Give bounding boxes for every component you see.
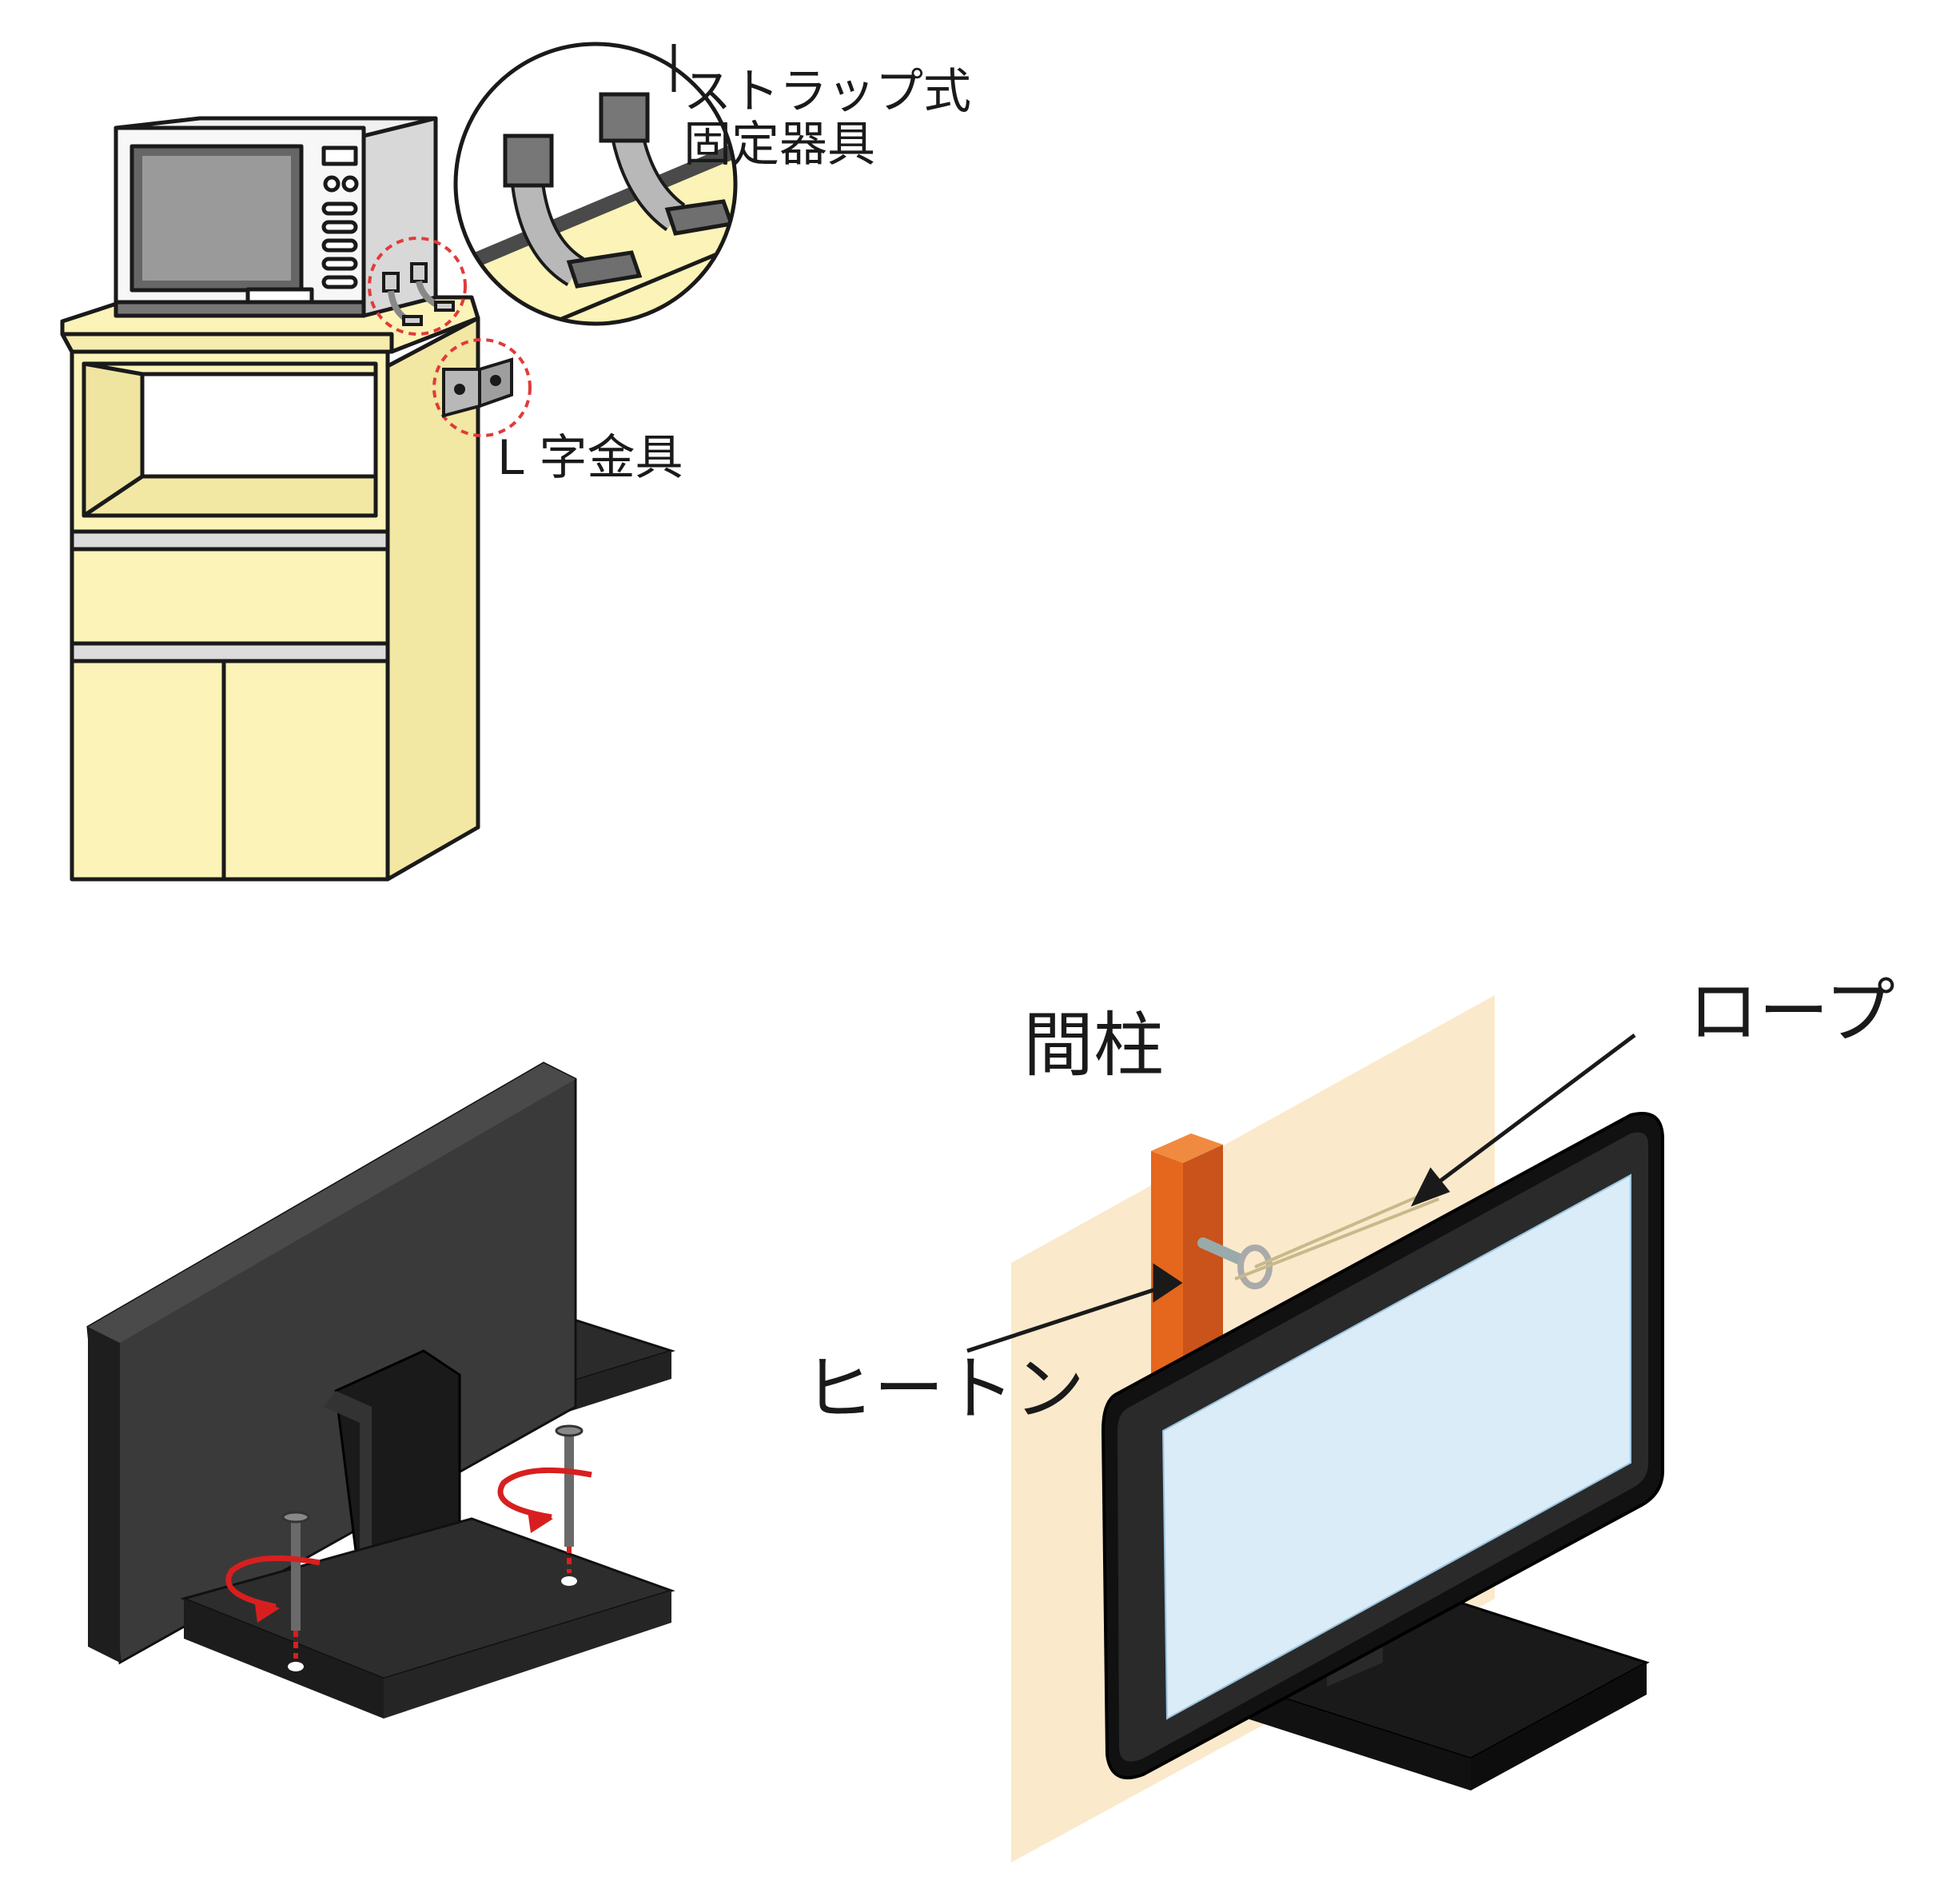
strap-fixture-closeup [453, 42, 738, 326]
microwave [114, 116, 438, 318]
rotate-arrow-icon [497, 1467, 592, 1520]
strap-fixture-small [382, 262, 455, 326]
callout-arrows [671, 44, 1636, 1353]
cabinet-illustration [60, 295, 480, 882]
tv-roped-to-pillar [1011, 995, 1664, 1862]
rotate-arrow-icon [225, 1555, 321, 1610]
tv-stand-screwed [86, 1062, 676, 1719]
strap-fixture-label-line2: 固定器具 [683, 117, 875, 173]
l-bracket-icon [442, 357, 513, 418]
eyebolt-label: ヒートン [803, 1348, 1086, 1430]
rope-label: ロープ [1688, 970, 1895, 1053]
strap-fixture-label-line1: ストラップ式 [683, 64, 971, 120]
l-bracket-label: L 字金具 [497, 430, 683, 486]
highlight-circle-lbracket [432, 338, 532, 437]
highlight-circle-strap [368, 237, 467, 336]
strap-fixture-label: ストラップ式 固定器具 [683, 66, 971, 171]
pillar-label: 間柱 [1023, 1004, 1165, 1086]
